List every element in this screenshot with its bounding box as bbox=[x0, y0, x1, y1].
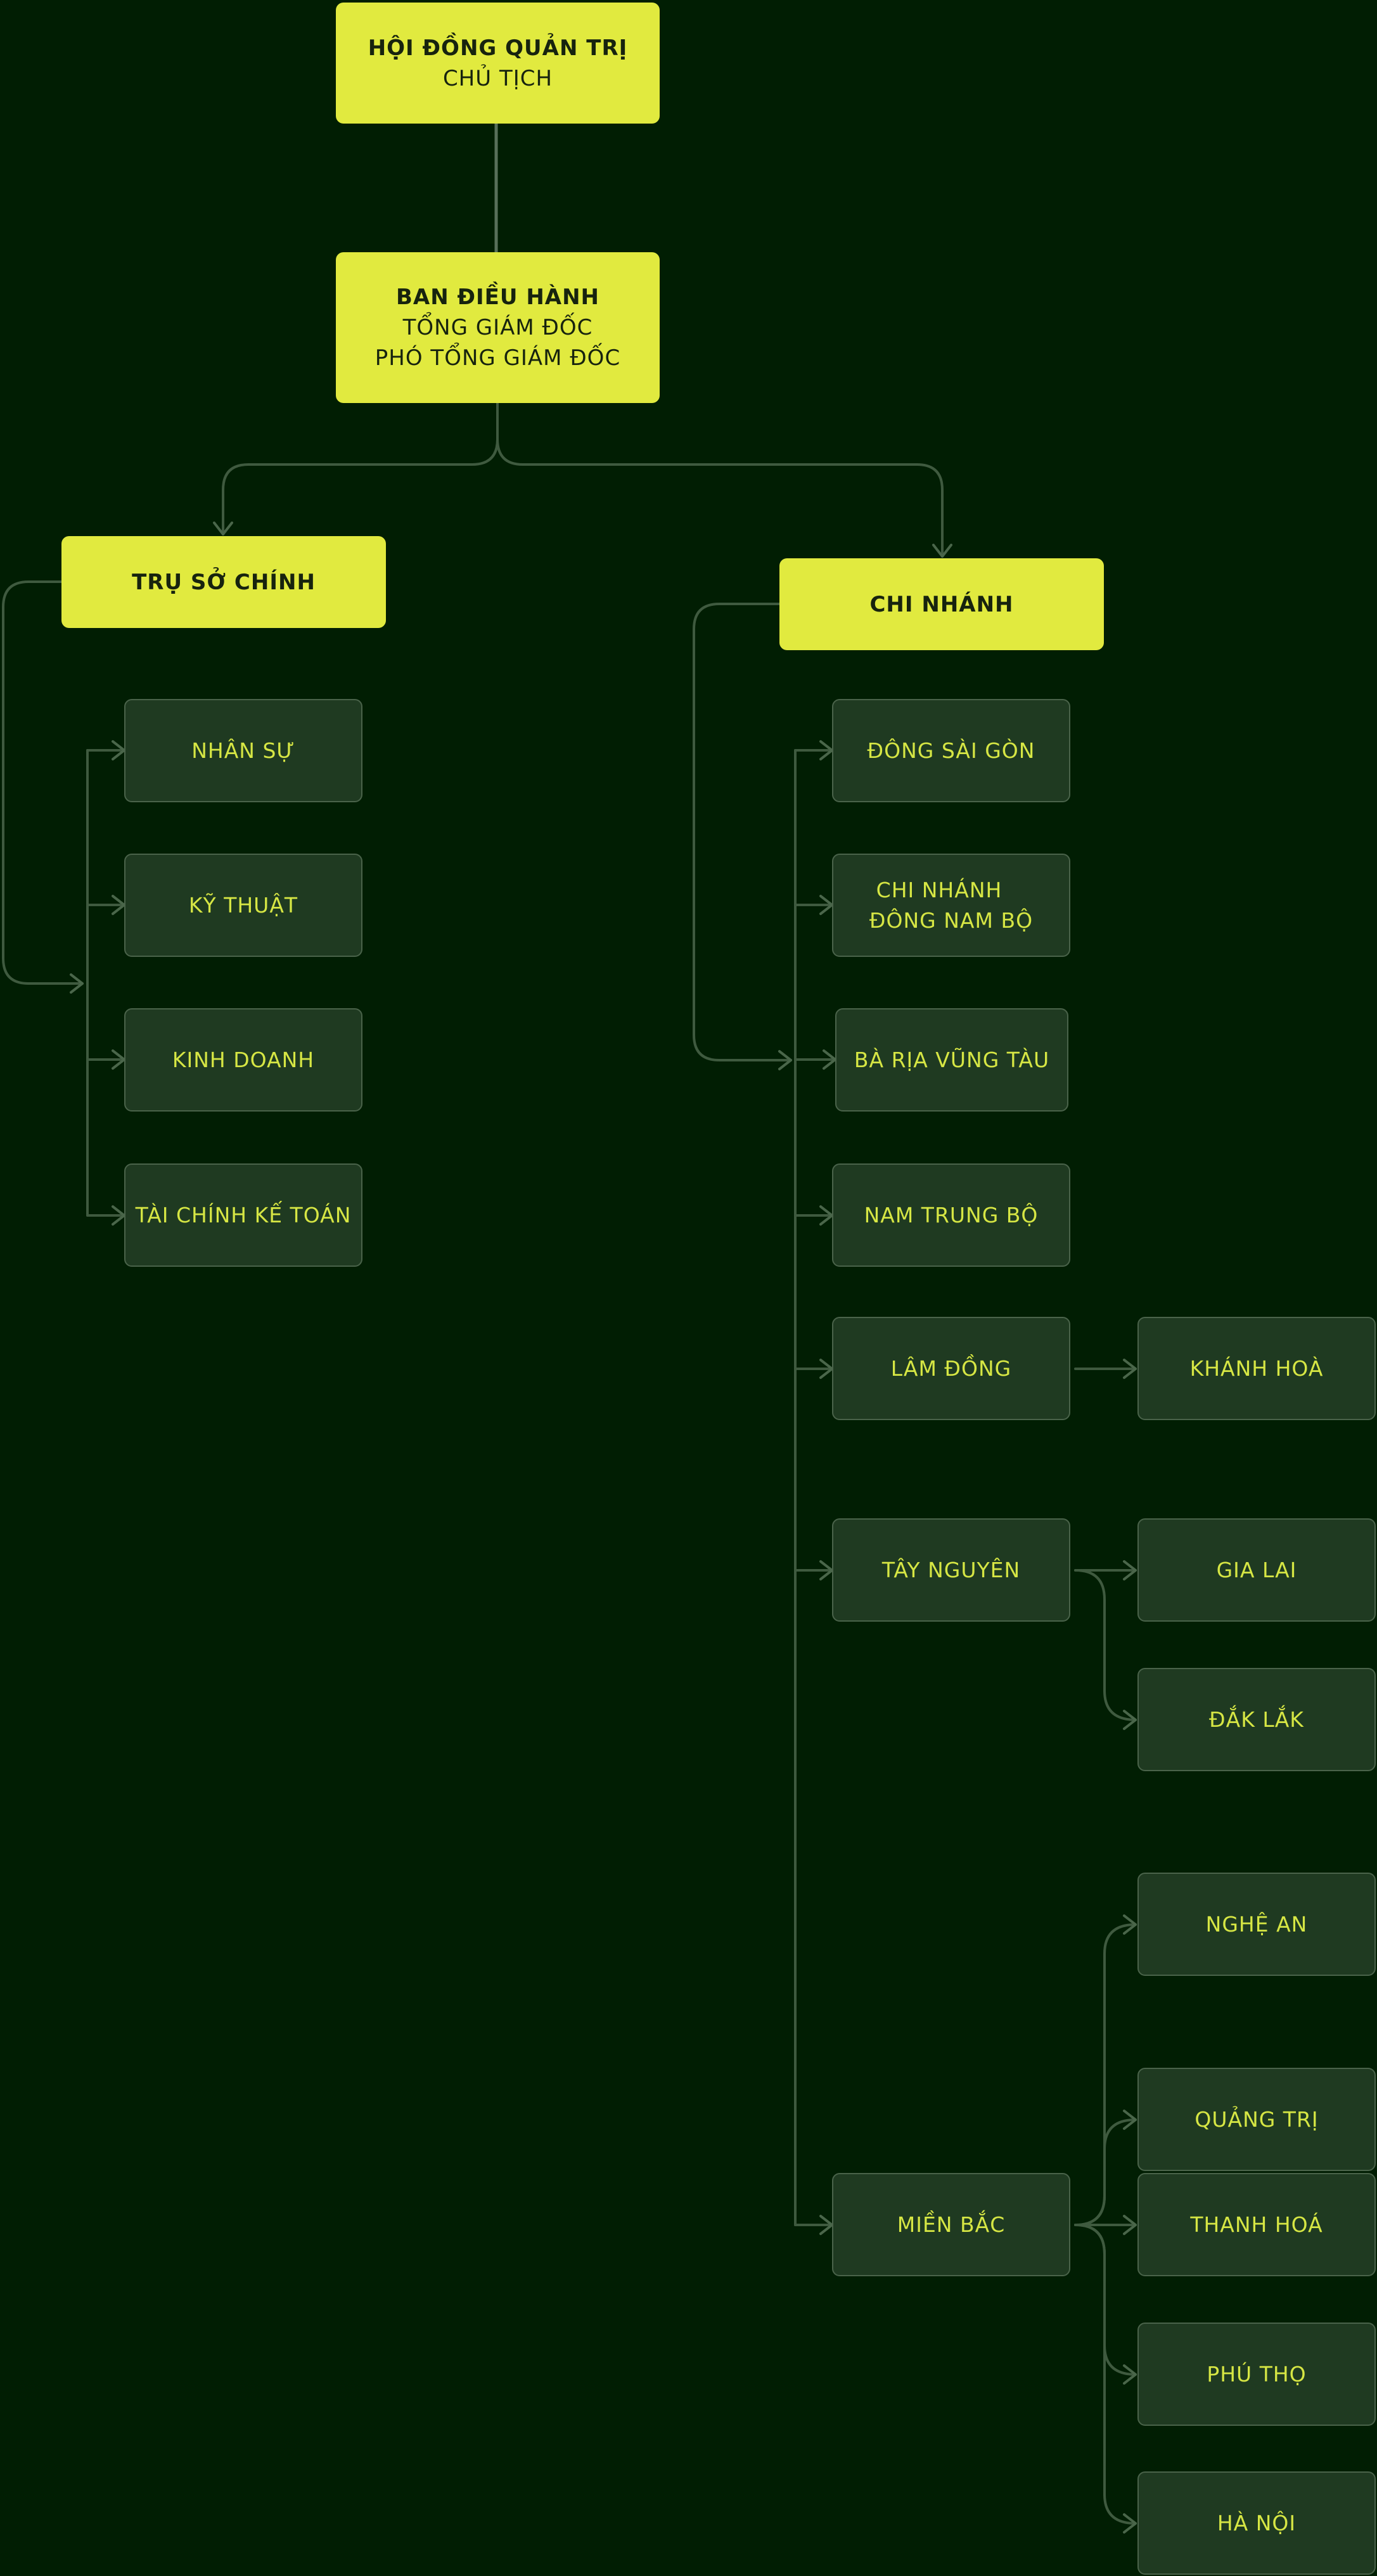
subbranch-thanh-hoa[interactable]: THANH HOÁ bbox=[1137, 2173, 1376, 2276]
branch-ba-ria-vung-tau[interactable]: BÀ RỊA VŨNG TÀU bbox=[835, 1008, 1068, 1112]
subbranch-label: PHÚ THỌ bbox=[1207, 2361, 1307, 2387]
subbranch-quang-tri[interactable]: QUẢNG TRỊ bbox=[1137, 2068, 1376, 2171]
branch-dong-sai-gon[interactable]: ĐÔNG SÀI GÒN bbox=[832, 699, 1070, 802]
department-ky-thuat[interactable]: KỸ THUẬT bbox=[124, 854, 362, 957]
branch-label: TÂY NGUYÊN bbox=[881, 1557, 1021, 1582]
subbranch-nghe-an[interactable]: NGHỆ AN bbox=[1137, 1873, 1376, 1976]
connector-executive-headquarters bbox=[213, 402, 499, 535]
subbranch-label: KHÁNH HOÀ bbox=[1189, 1355, 1324, 1381]
department-kinh-doanh[interactable]: KINH DOANH bbox=[124, 1008, 362, 1112]
department-nhan-su[interactable]: NHÂN SỰ bbox=[124, 699, 362, 802]
branch-tay-nguyen[interactable]: TÂY NGUYÊN bbox=[832, 1518, 1070, 1622]
executive-line-2: PHÓ TỔNG GIÁM ĐỐC bbox=[375, 345, 621, 371]
board-title: HỘI ĐỒNG QUẢN TRỊ bbox=[368, 35, 628, 61]
subbranch-gia-lai[interactable]: GIA LAI bbox=[1137, 1518, 1376, 1622]
department-label: NHÂN SỰ bbox=[191, 738, 295, 763]
connector-branch-bracket bbox=[693, 603, 792, 1070]
board-subtitle: CHỦ TỊCH bbox=[442, 65, 553, 91]
branch-label: BÀ RỊA VŨNG TÀU bbox=[854, 1047, 1050, 1072]
connector-executive-branches bbox=[496, 402, 952, 558]
connector-mien-bac-ha-noi bbox=[1074, 2224, 1137, 2534]
subbranch-dak-lak[interactable]: ĐẮK LẮK bbox=[1137, 1668, 1376, 1771]
subbranch-label: ĐẮK LẮK bbox=[1209, 1707, 1304, 1732]
subbranch-label: NGHỆ AN bbox=[1205, 1911, 1308, 1937]
branches-title: CHI NHÁNH bbox=[869, 591, 1014, 617]
subbranch-phu-tho[interactable]: PHÚ THỌ bbox=[1137, 2323, 1376, 2426]
headquarters-title: TRỤ SỞ CHÍNH bbox=[132, 569, 316, 595]
subbranch-label: QUẢNG TRỊ bbox=[1194, 2106, 1319, 2132]
branch-lam-dong[interactable]: LÂM ĐỒNG bbox=[832, 1317, 1070, 1420]
board-node[interactable]: HỘI ĐỒNG QUẢN TRỊ CHỦ TỊCH bbox=[336, 3, 660, 124]
branch-label: LÂM ĐỒNG bbox=[890, 1355, 1012, 1381]
department-tai-chinh-ke-toan[interactable]: TÀI CHÍNH KẾ TOÁN bbox=[124, 1163, 362, 1267]
branch-label: ĐÔNG SÀI GÒN bbox=[867, 738, 1035, 763]
branch-mien-bac[interactable]: MIỀN BẮC bbox=[832, 2173, 1070, 2276]
executive-node[interactable]: BAN ĐIỀU HÀNH TỔNG GIÁM ĐỐC PHÓ TỔNG GIÁ… bbox=[336, 252, 660, 403]
branch-label-line-2: ĐÔNG NAM BỘ bbox=[869, 907, 1034, 933]
branch-label-line-1: CHI NHÁNH bbox=[876, 877, 1002, 902]
subbranch-ha-noi[interactable]: HÀ NỘI bbox=[1137, 2471, 1376, 2575]
subbranch-label: THANH HOÁ bbox=[1190, 2212, 1323, 2237]
department-label: KỸ THUẬT bbox=[188, 892, 298, 918]
subbranch-label: HÀ NỘI bbox=[1217, 2510, 1297, 2535]
department-label: KINH DOANH bbox=[172, 1047, 315, 1072]
branch-label: NAM TRUNG BỘ bbox=[864, 1202, 1039, 1227]
subbranch-khanh-hoa[interactable]: KHÁNH HOÀ bbox=[1137, 1317, 1376, 1420]
connector-mien-bac-quang-tri bbox=[1074, 2110, 1137, 2226]
connector-hq-bracket bbox=[2, 580, 84, 994]
branch-nam-trung-bo[interactable]: NAM TRUNG BỘ bbox=[832, 1163, 1070, 1267]
executive-title: BAN ĐIỀU HÀNH bbox=[395, 285, 599, 310]
executive-line-1: TỔNG GIÁM ĐỐC bbox=[402, 315, 593, 340]
subbranch-label: GIA LAI bbox=[1216, 1557, 1297, 1582]
headquarters-node[interactable]: TRỤ SỞ CHÍNH bbox=[61, 536, 386, 628]
branch-dong-nam-bo[interactable]: CHI NHÁNH ĐÔNG NAM BỘ bbox=[832, 854, 1070, 957]
branches-node[interactable]: CHI NHÁNH bbox=[779, 558, 1104, 650]
connector-tay-nguyen-dak-lak bbox=[1074, 1569, 1137, 1730]
branch-label: MIỀN BẮC bbox=[897, 2212, 1006, 2237]
department-label: TÀI CHÍNH KẾ TOÁN bbox=[135, 1202, 352, 1227]
